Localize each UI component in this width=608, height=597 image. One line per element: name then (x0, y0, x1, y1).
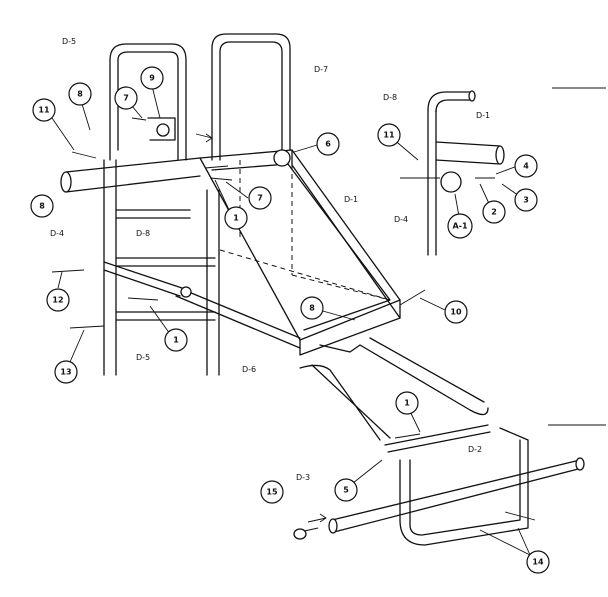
label-d8-left: D-8 (136, 229, 150, 238)
part-labels: D-5 D-7 D-8 D-1 D-4 D-5 D-6 D-2 D-3 D-8 … (50, 37, 490, 482)
rear-loop-frame (211, 33, 291, 161)
svg-text:A-1: A-1 (452, 222, 468, 231)
callout-8-top: 8 (68, 82, 92, 106)
label-d2: D-2 (468, 445, 482, 454)
callout-2: 2 (482, 200, 506, 224)
callout-9: 9 (140, 66, 164, 90)
svg-text:1: 1 (404, 399, 410, 408)
svg-text:2: 2 (491, 208, 497, 217)
svg-text:11: 11 (383, 131, 395, 140)
callout-1-slide: 1 (395, 391, 419, 415)
label-d1-inset: D-1 (476, 111, 490, 120)
hardware-bolts (51, 117, 536, 541)
svg-text:15: 15 (266, 488, 278, 497)
callout-1-lower: 1 (164, 328, 188, 352)
slide-platform (180, 149, 401, 356)
label-d5-top: D-5 (62, 37, 76, 46)
svg-text:3: 3 (523, 196, 529, 205)
label-d5-bottom: D-5 (136, 353, 150, 362)
callout-8-platform: 8 (300, 296, 324, 320)
callout-12: 12 (46, 288, 70, 312)
assembly-arrows (195, 133, 327, 523)
callout-14: 14 (526, 550, 550, 574)
svg-text:8: 8 (309, 304, 315, 313)
svg-text:7: 7 (257, 194, 263, 203)
callout-6-main: 6 (316, 132, 340, 156)
callout-7-right: 7 (248, 186, 272, 210)
svg-text:1: 1 (233, 214, 239, 223)
callout-1-upper: 1 (224, 206, 248, 230)
callout-11-inset: 11 (377, 123, 401, 147)
svg-text:12: 12 (52, 296, 63, 305)
svg-text:8: 8 (39, 202, 45, 211)
svg-text:11: 11 (38, 106, 50, 115)
callout-8-left: 8 (30, 194, 54, 218)
slide-chute (299, 337, 585, 546)
label-d7: D-7 (314, 65, 328, 74)
svg-text:8: 8 (77, 90, 83, 99)
svg-text:13: 13 (60, 368, 71, 377)
ladder-frame (60, 43, 301, 376)
label-d1-main: D-1 (344, 195, 358, 204)
callout-15: 15 (260, 480, 284, 504)
callout-13: 13 (54, 360, 78, 384)
label-d6: D-6 (242, 365, 256, 374)
svg-text:5: 5 (343, 486, 349, 495)
svg-text:6: 6 (325, 140, 331, 149)
callout-5: 5 (334, 478, 358, 502)
callout-a1: A-1 (447, 213, 473, 239)
svg-text:1: 1 (173, 336, 179, 345)
callout-11-main: 11 (32, 98, 56, 122)
callout-7-top: 7 (114, 86, 138, 110)
callout-3: 3 (514, 188, 538, 212)
label-d3: D-3 (296, 473, 310, 482)
svg-text:14: 14 (532, 558, 544, 567)
svg-text:4: 4 (523, 162, 529, 171)
svg-text:9: 9 (149, 74, 155, 83)
detail-inset (400, 87, 606, 426)
callout-4: 4 (514, 154, 538, 178)
label-d4-inset: D-4 (394, 215, 408, 224)
label-d8-inset: D-8 (383, 93, 397, 102)
callout-10: 10 (444, 300, 468, 324)
svg-text:10: 10 (450, 308, 462, 317)
label-d4-main: D-4 (50, 229, 64, 238)
svg-text:7: 7 (123, 94, 129, 103)
